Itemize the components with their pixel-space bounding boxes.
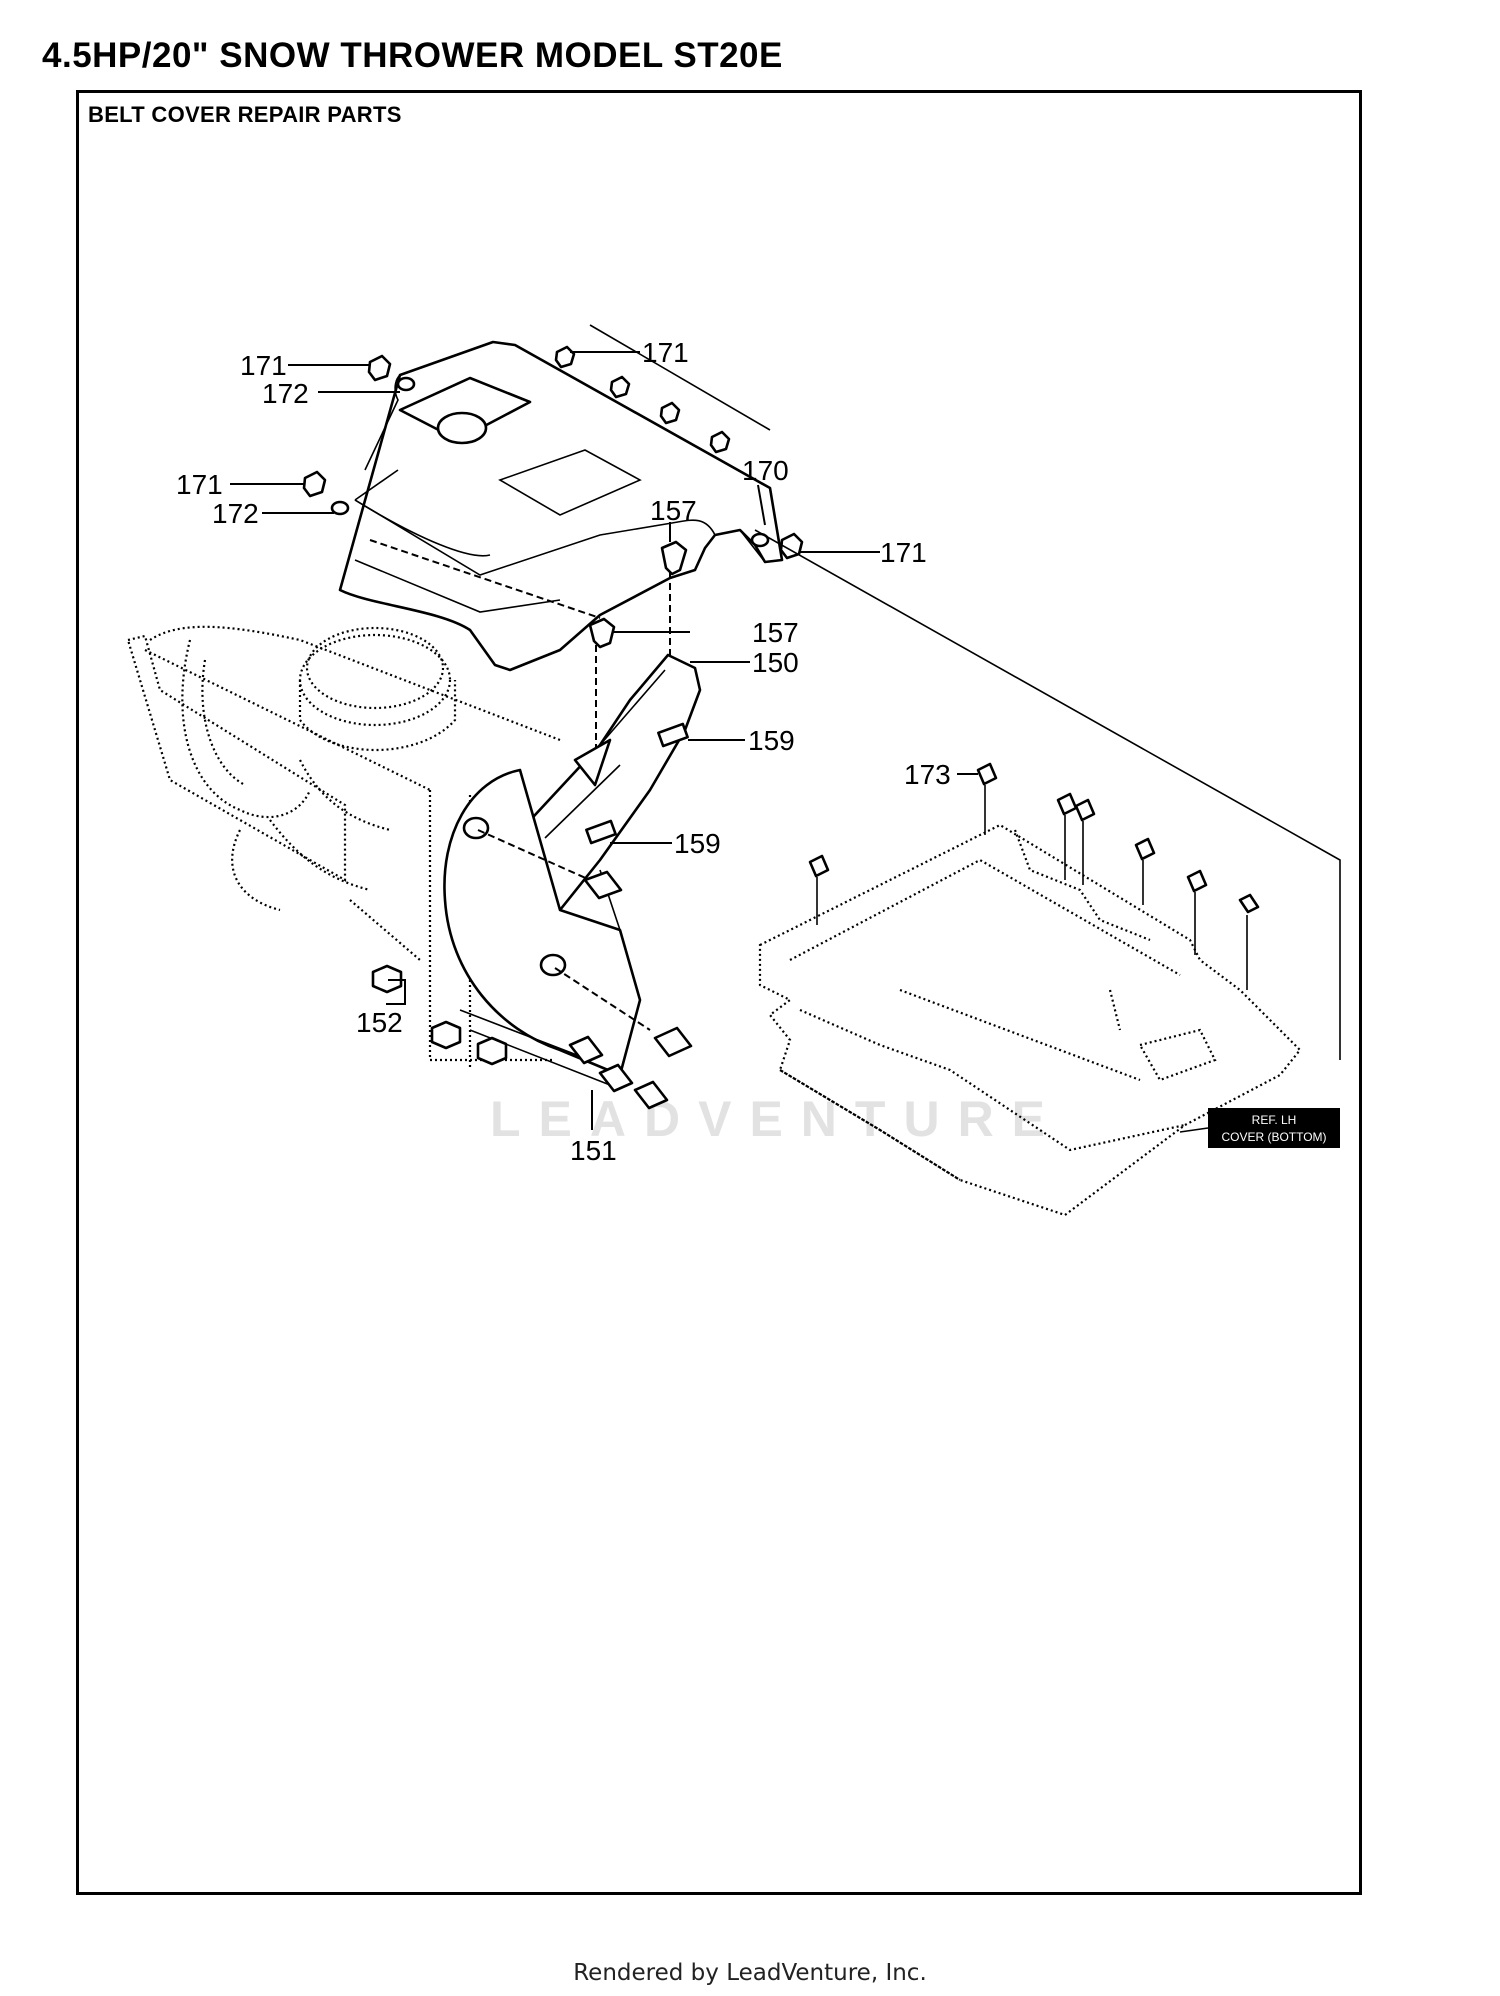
callout-150: 150 (752, 647, 799, 678)
bolts-151 (459, 1009, 669, 1110)
callout-leaders (230, 351, 978, 1130)
washers-172 (330, 376, 770, 548)
ref-box-line-2: COVER (BOTTOM) (1221, 1130, 1326, 1144)
callout-151: 151 (570, 1135, 617, 1166)
callout-157-mid: 157 (752, 617, 799, 648)
ref-lh-cover-box: REF. LH COVER (BOTTOM) (1179, 1108, 1340, 1148)
callout-171-top-right: 171 (642, 337, 689, 368)
belt-cover-part-170 (338, 324, 784, 672)
callout-152: 152 (356, 1007, 403, 1038)
callout-170: 170 (742, 455, 789, 486)
page-title: 4.5HP/20" SNOW THROWER MODEL ST20E (42, 36, 783, 75)
callout-171-right: 171 (880, 537, 927, 568)
footer-credit: Rendered by LeadVenture, Inc. (573, 1960, 927, 1986)
callout-157-top: 157 (650, 495, 697, 526)
callout-159-top: 159 (748, 725, 795, 756)
callout-171-top-left: 171 (240, 350, 287, 381)
callout-172-top-left: 172 (262, 378, 309, 409)
belt-guard-part-150 (443, 653, 702, 1077)
diagram-frame (76, 90, 1362, 1895)
watermark-text: LEADVENTURE (490, 1091, 1064, 1147)
bottom-cover-ref (754, 529, 1341, 1217)
ref-box-line-1: REF. LH (1252, 1113, 1297, 1127)
callout-171-mid-left: 171 (176, 469, 223, 500)
callout-labels: 171 172 171 171 172 170 157 171 157 150 … (176, 337, 951, 1166)
callout-173: 173 (904, 759, 951, 790)
engine-housing (126, 625, 561, 1070)
callout-172-mid-left: 172 (212, 498, 259, 529)
nuts-152 (371, 964, 508, 1066)
section-title: BELT COVER REPAIR PARTS (88, 102, 402, 127)
fasteners-171 (302, 345, 804, 560)
callout-159-low: 159 (674, 828, 721, 859)
